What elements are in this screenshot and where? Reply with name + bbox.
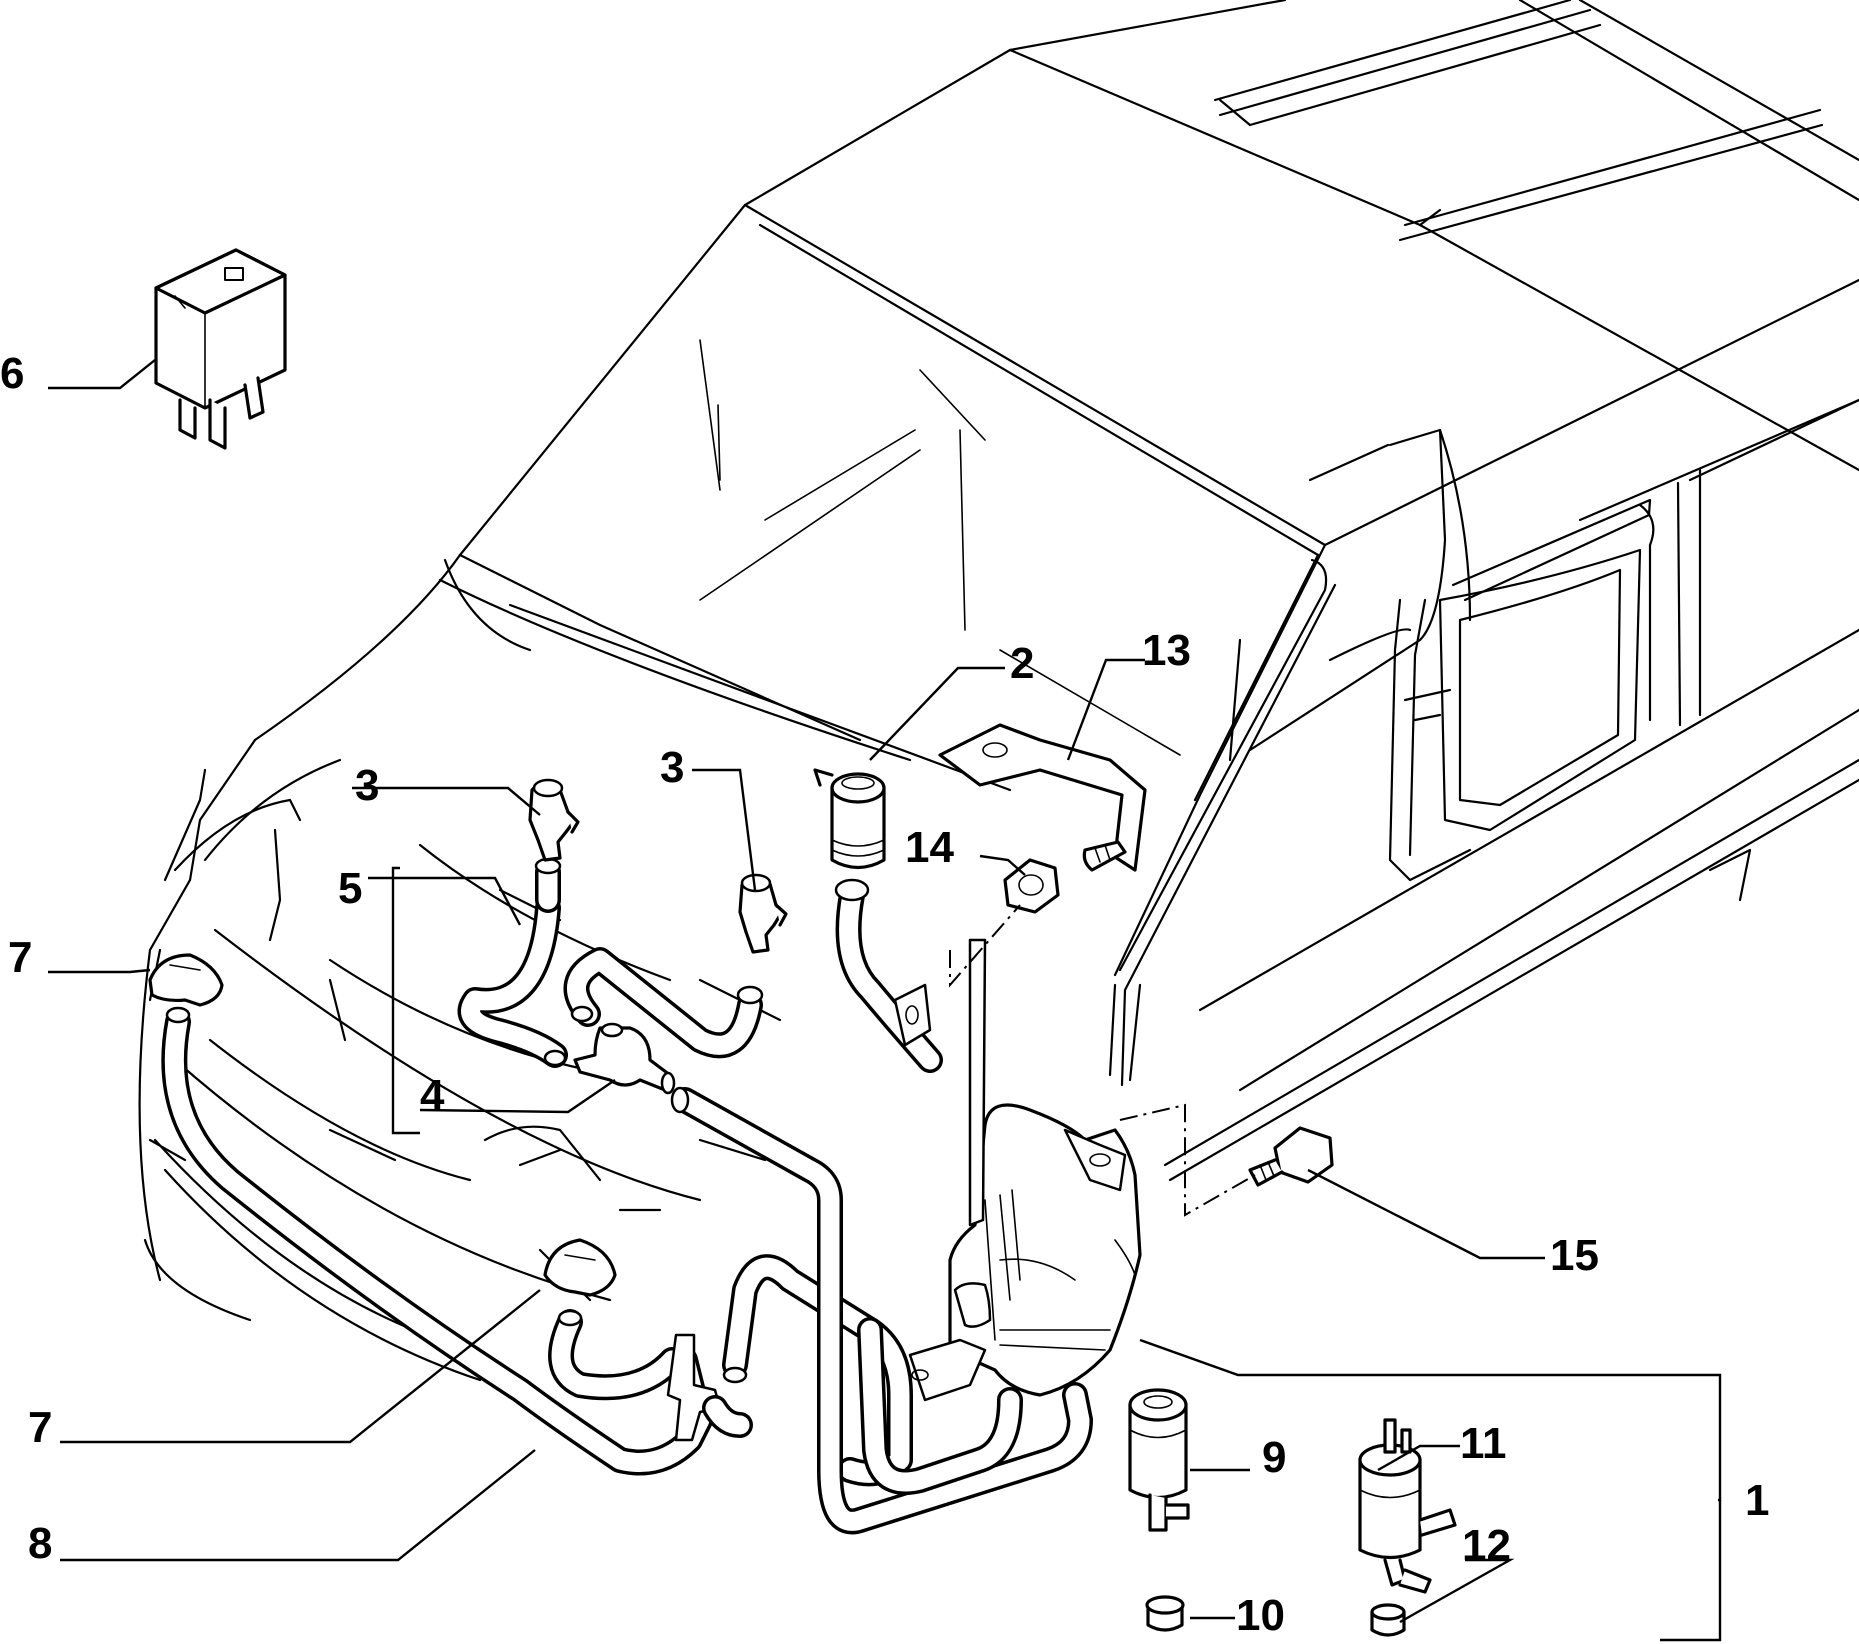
grommet-part-10 (1145, 1595, 1185, 1632)
assembly-dashed-lines (949, 904, 1256, 1217)
callout-12: 12 (1462, 1521, 1511, 1570)
nut-part-14 (1003, 858, 1060, 914)
filler-cap-part-2 (813, 768, 886, 870)
bolt-part-15 (1248, 1126, 1334, 1187)
callout-labels: 1 2 3 3 4 5 6 7 7 8 9 10 11 12 13 14 15 (0, 349, 1769, 1640)
pump-part-9 (1128, 1388, 1190, 1532)
jet-part-7-upper (148, 953, 224, 1007)
nozzle-part-3-right (738, 873, 788, 954)
callout-8: 8 (28, 1519, 52, 1568)
bracket-part-13 (938, 723, 1147, 872)
nozzle-part-3-left (528, 778, 580, 862)
callout-13: 13 (1142, 626, 1191, 675)
vehicle-body-outline (138, 0, 1859, 1382)
callout-11: 11 (1460, 1419, 1507, 1468)
relay-part-6 (154, 248, 287, 450)
callout-5: 5 (338, 864, 362, 913)
callout-7-lower: 7 (28, 1403, 52, 1452)
callout-4: 4 (420, 1071, 445, 1120)
hose-part-8 (161, 1006, 1093, 1535)
callout-14: 14 (905, 823, 954, 872)
leader-lines (48, 359, 1722, 1642)
callout-3-right: 3 (660, 743, 684, 792)
callout-6: 6 (0, 349, 24, 398)
callout-15: 15 (1550, 1231, 1599, 1280)
pump-part-11 (1358, 1418, 1457, 1594)
callout-3-left: 3 (355, 761, 379, 810)
callout-1: 1 (1745, 1476, 1769, 1525)
y-connector-part-4 (573, 1022, 676, 1095)
grommet-part-12 (1370, 1603, 1406, 1637)
reservoir-part-1 (834, 878, 1142, 1402)
callout-10: 10 (1236, 1591, 1285, 1640)
callout-2: 2 (1010, 639, 1034, 688)
hose-part-5 (457, 857, 764, 1068)
callout-9: 9 (1262, 1433, 1286, 1482)
jet-part-7-lower (543, 1238, 617, 1297)
callout-7-upper: 7 (8, 933, 32, 982)
